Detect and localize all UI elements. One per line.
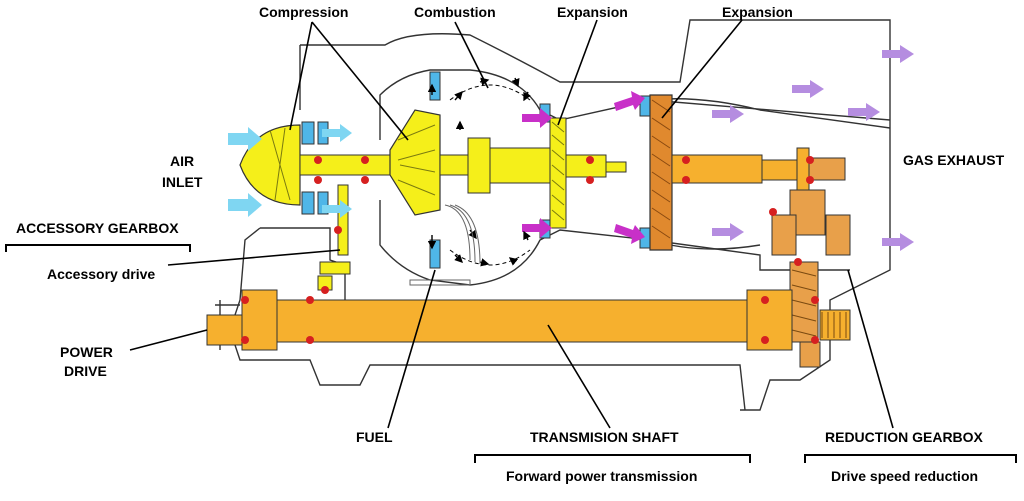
power-turbine-disk [649, 94, 673, 251]
label-power-drive-line1: POWER [60, 344, 113, 360]
label-drive-speed-reduction: Drive speed reduction [831, 468, 978, 484]
hot-gas-arrows [522, 91, 645, 244]
leader-lines [129, 19, 894, 429]
label-expansion-power-turbine: Expansion [722, 4, 793, 20]
label-expansion-gas-generator: Expansion [557, 4, 628, 20]
brace-forward-power-transmission [474, 454, 751, 463]
combustion-chamber-dashed [449, 84, 531, 266]
brace-accessory-gearbox [5, 244, 191, 252]
fuel-lines [409, 204, 481, 286]
label-accessory-gearbox: ACCESSORY GEARBOX [16, 220, 179, 236]
combustion-flow-arrows [427, 77, 531, 267]
transmission-shaft [206, 289, 851, 351]
exhaust-arrows [712, 45, 914, 251]
label-transmission-shaft: TRANSMISION SHAFT [530, 429, 679, 445]
label-accessory-drive: Accessory drive [47, 266, 155, 282]
gas-generator-rotor [299, 109, 627, 229]
bearings [241, 156, 819, 344]
label-combustion: Combustion [414, 4, 496, 20]
label-power-drive-line2: DRIVE [64, 363, 107, 379]
label-forward-power-transmission: Forward power transmission [506, 468, 697, 484]
inlet-air-arrows [228, 124, 352, 218]
label-reduction-gearbox: REDUCTION GEARBOX [825, 429, 984, 445]
brace-drive-speed-reduction [804, 454, 1017, 463]
centrifugal-impeller [389, 109, 441, 216]
label-air-inlet-line2: INLET [162, 174, 203, 190]
gas-generator-turbine [549, 117, 567, 229]
label-air-inlet-line1: AIR [170, 153, 194, 169]
label-gas-exhaust: GAS EXHAUST [903, 152, 1005, 168]
label-compression: Compression [259, 4, 348, 20]
accessory-drive-gears [317, 184, 351, 291]
label-fuel: FUEL [356, 429, 393, 445]
